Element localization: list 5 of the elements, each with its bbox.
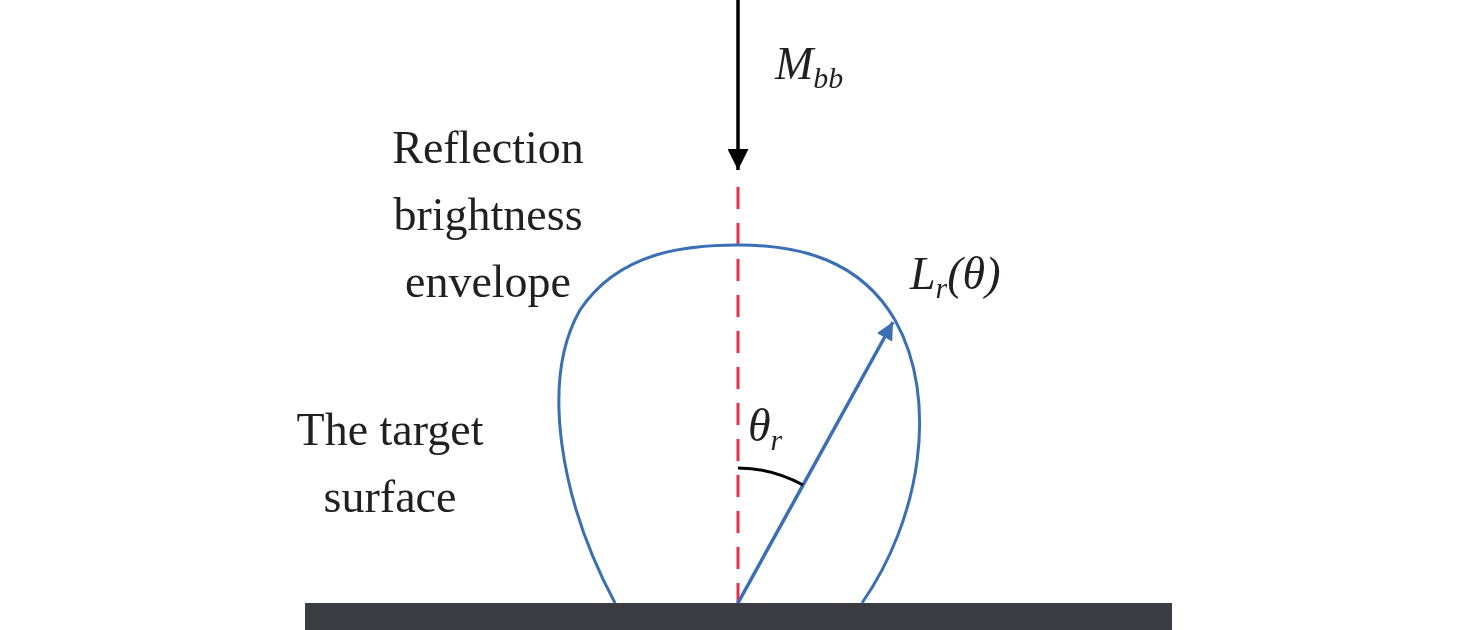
symbol-label: L$_{r}$(θ) [910, 247, 1001, 306]
surface-label: The target surface [295, 403, 485, 524]
envelope-label: Reflection brightness envelope [391, 121, 585, 309]
angle-label: θ$_{r}$ [748, 399, 783, 458]
symbol-label: M$_{bb}$ [775, 37, 844, 96]
